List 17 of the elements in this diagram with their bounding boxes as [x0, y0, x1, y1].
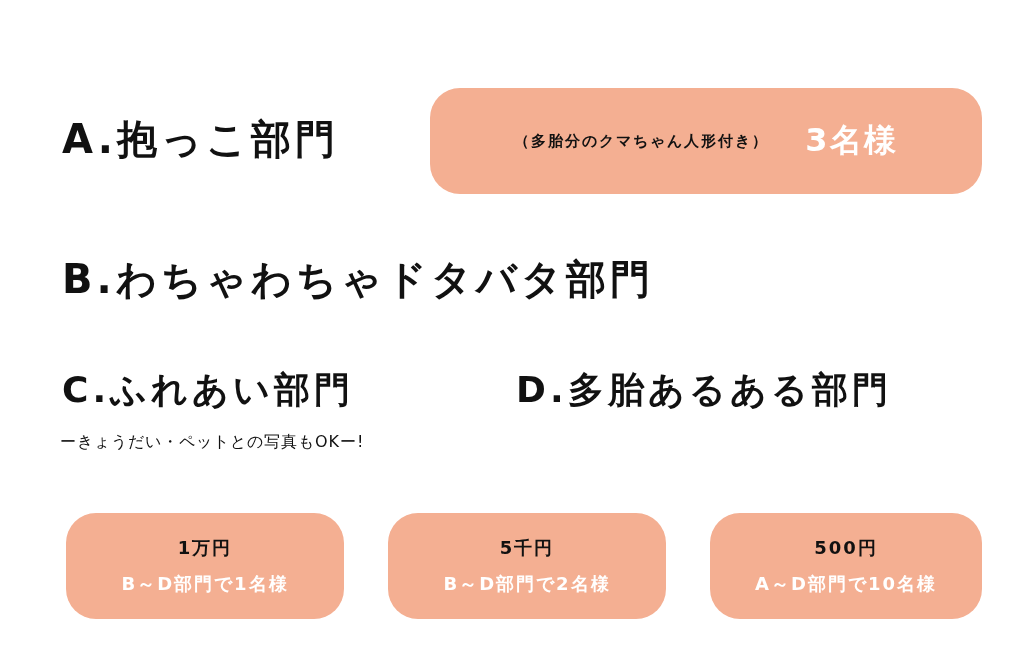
winner-count: B～D部門で1名様: [121, 572, 289, 596]
category-heading: A.抱っこ部門: [62, 115, 339, 164]
winner-count: B～D部門で2名様: [443, 572, 611, 596]
category-heading: C.ふれあい部門: [62, 368, 355, 412]
prize-amount: 1万円: [177, 536, 233, 560]
prize-box: [66, 513, 344, 619]
note-text: ーきょうだい・ペットとの写真もOKー!: [60, 432, 365, 453]
winner-count: 3名様: [805, 120, 898, 161]
prize-amount: 5千円: [499, 536, 555, 560]
prize-amount: 500円: [814, 536, 878, 560]
category-heading: D.多胎あるある部門: [516, 368, 892, 412]
winner-count: A～D部門で10名様: [755, 572, 937, 596]
prize-description: （多胎分のクマちゃん人形付き）: [514, 131, 770, 151]
category-heading: B.わちゃわちゃドタバタ部門: [62, 255, 654, 304]
prize-box: [388, 513, 666, 619]
prize-box: [430, 88, 982, 194]
prize-box: [710, 513, 982, 619]
